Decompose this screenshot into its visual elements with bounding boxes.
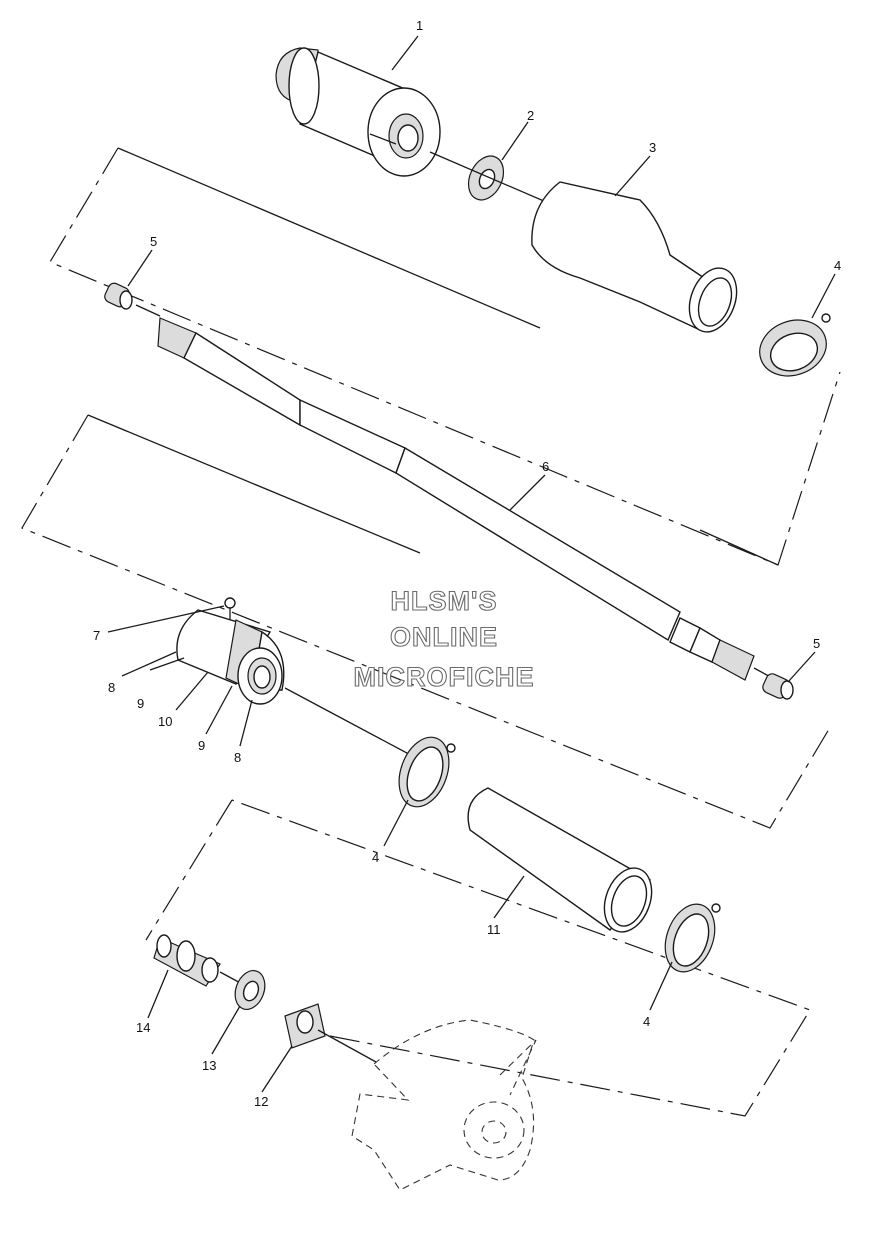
watermark-line-3: MICROFICHE [354,662,535,692]
part-11-tube [467,787,653,933]
callout-labels: 1 2 3 4 5 6 5 7 8 9 10 9 8 4 11 4 14 13 … [93,18,841,1109]
part-5-cap-upper [104,282,133,310]
watermark-line-2: ONLINE [390,622,498,652]
callout-8-left: 8 [108,680,115,695]
callout-1: 1 [416,18,423,33]
callout-7: 7 [93,628,100,643]
callout-11: 11 [487,922,501,937]
middle-assembly-frame [21,414,833,829]
part-13-washer [234,970,266,1010]
part-4-clamp-upper [759,313,831,377]
leader-lines [107,35,836,1093]
part-4-clamp-lower [664,903,721,973]
callout-5-lower: 5 [813,636,820,651]
callout-9-left: 9 [137,696,144,711]
part-4-clamp-middle [398,736,456,808]
coupler-assembly [176,597,285,705]
part-12-bracket [284,1003,326,1049]
centerline-top [429,151,561,209]
assembly-frames [21,147,841,1117]
callout-2: 2 [527,108,534,123]
watermark: HLSM'S ONLINE MICROFICHE [353,585,535,692]
callout-6: 6 [542,459,549,474]
callout-9-right: 9 [198,738,205,753]
callout-4-upper: 4 [834,258,841,273]
impeller-outline [351,1019,537,1191]
callout-4-middle: 4 [372,850,379,865]
part-6-driveshaft [135,304,777,681]
callout-10: 10 [158,714,172,729]
part-1-bushing [275,47,441,177]
part-5-cap-lower [762,673,794,700]
upper-assembly-frame [49,147,841,566]
callout-13: 13 [202,1058,216,1073]
callout-3: 3 [649,140,656,155]
callout-4-lower: 4 [643,1014,650,1029]
part-14-fitting [153,934,221,987]
part-3-boot [531,181,738,333]
callout-5-upper: 5 [150,234,157,249]
watermark-line-1: HLSM'S [391,586,498,616]
callout-8-right: 8 [234,750,241,765]
callout-12: 12 [254,1094,268,1109]
callout-14: 14 [136,1020,150,1035]
lower-assembly-frame [145,799,811,1117]
